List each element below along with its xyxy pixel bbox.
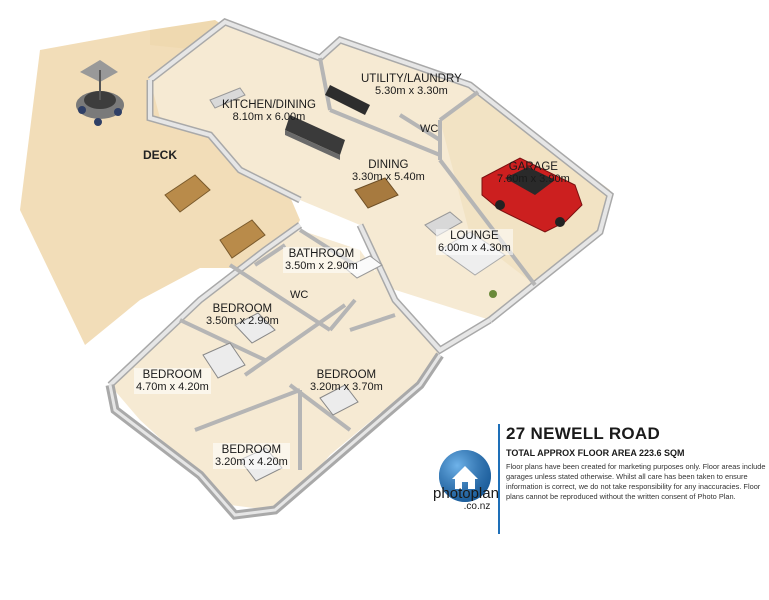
interior-walls: [179, 57, 537, 470]
lounge-sofa: [424, 211, 463, 237]
address-title: 27 NEWELL ROAD: [506, 424, 661, 443]
dining-table: [354, 177, 399, 209]
house-bottom-floor: [110, 230, 440, 510]
kitchen-counter: [209, 85, 370, 115]
brand-logo-text: photoplan .co.nz: [433, 485, 499, 512]
kitchen-island: [285, 115, 345, 160]
disclaimer-text: Floor plans have been created for market…: [506, 462, 766, 501]
deck-bench-1: [164, 174, 211, 213]
info-panel: photoplan .co.nz 27 NEWELL ROAD TOTAL AP…: [433, 424, 769, 544]
deck-label: DECK: [143, 148, 178, 162]
car: [481, 157, 583, 233]
bed-1: [234, 312, 276, 344]
bed-2: [202, 342, 246, 379]
info-divider: [498, 424, 500, 534]
bed-3: [319, 384, 359, 416]
house-icon: [439, 450, 491, 502]
total-area: TOTAL APPROX FLOOR AREA 223.6 SQM: [506, 448, 685, 458]
umbrella-table: [76, 60, 124, 126]
lawn-plant: [489, 290, 497, 298]
deck-bench-2: [219, 219, 266, 259]
